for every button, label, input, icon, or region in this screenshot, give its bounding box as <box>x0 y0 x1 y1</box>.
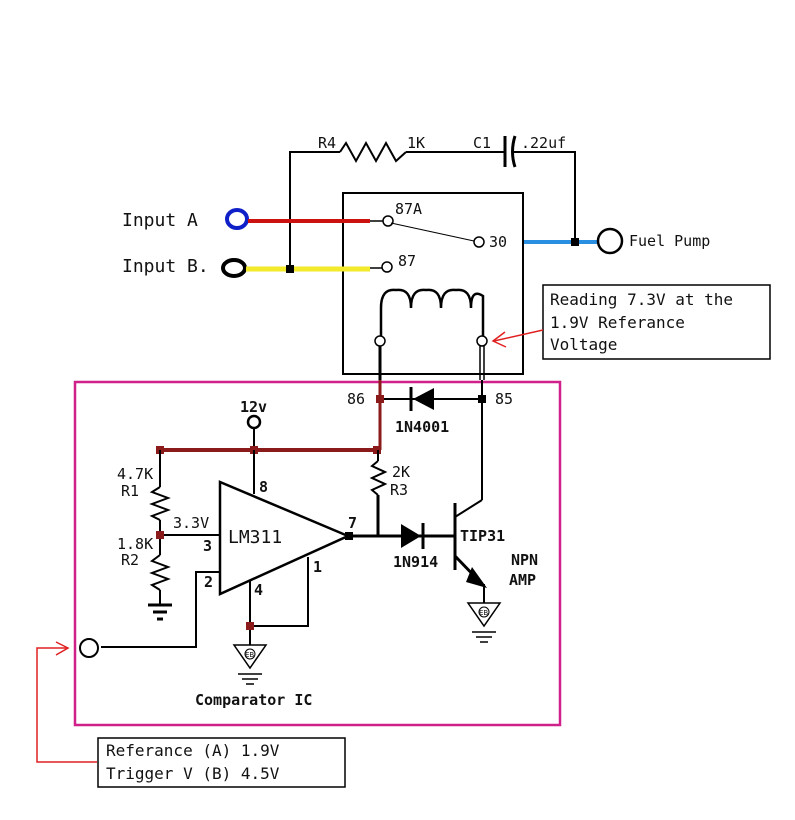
reference-arrow <box>36 641 97 763</box>
reference-callout-line2: Trigger V (B) 4.5V <box>106 764 280 783</box>
r1-value: 4.7K <box>117 465 153 483</box>
resistor-r3 <box>369 460 388 496</box>
relay-coil <box>379 288 485 336</box>
r2-label: R2 <box>121 551 139 569</box>
pin-30-label: 30 <box>489 233 507 251</box>
diode-1n4001 <box>413 388 434 410</box>
capacitor-c1-plate-right <box>511 135 517 168</box>
junction-dot <box>246 622 254 630</box>
transistor-tip31 <box>453 499 487 588</box>
resistor-r1 <box>149 486 171 521</box>
pin-8-label: 8 <box>259 478 268 496</box>
npn-label: NPN <box>511 551 538 569</box>
reference-callout-line1: Referance (A) 1.9V <box>106 741 280 760</box>
junction-dot <box>286 265 294 273</box>
pin-3-label: 3 <box>203 537 212 555</box>
transistor-label: TIP31 <box>460 527 505 545</box>
reading-callout-line3: Voltage <box>550 335 617 354</box>
reference-callout-box <box>97 737 346 788</box>
resistor-r2 <box>149 554 171 591</box>
c1-value: .22uf <box>521 134 566 152</box>
diode-1n4001-label: 1N4001 <box>395 418 449 436</box>
junction-dot <box>156 531 164 539</box>
pin-86-label: 86 <box>347 390 365 408</box>
ground-symbol-transistor: EB <box>466 602 502 643</box>
coil-terminal-85 <box>476 335 488 347</box>
r1-label: R1 <box>121 482 139 500</box>
junction-dot <box>571 238 579 246</box>
pin-87-label: 87 <box>398 252 416 270</box>
r2-value: 1.8K <box>117 535 153 553</box>
input-b-terminal[interactable] <box>221 258 247 278</box>
junction-dot <box>345 532 353 540</box>
pin-87a-label: 87A <box>395 200 422 218</box>
input-a-label: Input A <box>122 210 198 231</box>
ground-symbol-ic: EB <box>232 644 268 685</box>
supply-12v-terminal[interactable] <box>246 414 262 430</box>
relay-box <box>342 192 524 375</box>
comparator-caption: Comparator IC <box>195 691 312 709</box>
pin-85-label: 85 <box>495 390 513 408</box>
pin-1-label: 1 <box>313 558 322 576</box>
diode-1n914 <box>401 524 421 548</box>
pin-2-label: 2 <box>204 573 213 591</box>
reading-arrow <box>491 329 544 348</box>
comparator-frame <box>73 380 562 727</box>
reading-callout-box <box>542 284 771 360</box>
resistor-r4 <box>339 140 407 164</box>
diode-1n914-label: 1N914 <box>393 553 438 571</box>
voltage-divider <box>148 450 220 621</box>
r4-label: R4 <box>318 134 336 152</box>
r3-label: R3 <box>390 481 408 499</box>
contact-30 <box>473 236 485 248</box>
r3-value: 2K <box>392 463 410 481</box>
pin-7-label: 7 <box>348 514 357 532</box>
fuel-pump-terminal[interactable] <box>596 227 624 255</box>
input-b-label: Input B. <box>122 256 209 277</box>
relay-switch-arm <box>390 222 475 242</box>
reading-callout-line1: Reading 7.3V at the <box>550 290 733 309</box>
input-a-terminal[interactable] <box>225 208 249 230</box>
ic-name: LM311 <box>228 527 282 548</box>
r4-value: 1K <box>407 134 425 152</box>
amp-label: AMP <box>509 571 536 589</box>
coil-terminal-86 <box>374 335 386 347</box>
pin-4-label: 4 <box>254 581 263 599</box>
reading-callout-line2: 1.9V Referance <box>550 313 685 332</box>
feedback-network <box>289 135 576 270</box>
lm311-comparator <box>218 480 352 596</box>
node-3-3v-label: 3.3V <box>173 514 209 532</box>
svg-text:EB: EB <box>479 609 488 617</box>
svg-text:EB: EB <box>245 651 254 659</box>
trigger-input-terminal[interactable] <box>79 638 99 658</box>
fuel-pump-label: Fuel Pump <box>629 232 710 250</box>
c1-label: C1 <box>473 134 491 152</box>
contact-87 <box>381 261 393 273</box>
supply-12v-label: 12v <box>240 398 267 416</box>
contact-87a <box>382 215 394 227</box>
